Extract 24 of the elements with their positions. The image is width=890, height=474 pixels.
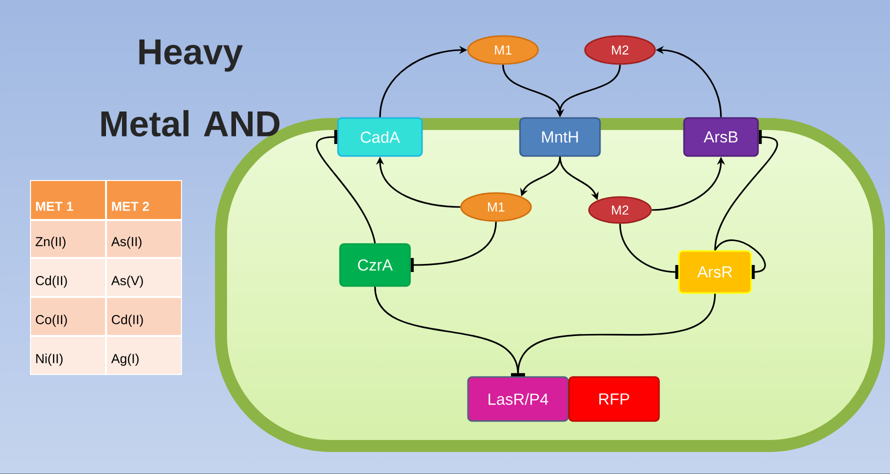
arrow bbox=[619, 224, 678, 279]
protein-box: CzrA bbox=[339, 243, 411, 287]
table-cell: As(II) bbox=[106, 220, 182, 258]
table-cell: Cd(II) bbox=[106, 297, 182, 336]
table-cell: Co(II) bbox=[30, 297, 106, 336]
arrow bbox=[511, 294, 716, 376]
table-cell: Ag(I) bbox=[106, 336, 182, 375]
promoter-box: LasR/P4 bbox=[467, 376, 569, 422]
protein-box: ArsR bbox=[678, 250, 752, 294]
table-header-cell: MET 2 bbox=[106, 180, 182, 220]
title: Heavy Metal AND bbox=[101, 39, 280, 137]
arrow bbox=[714, 239, 766, 279]
protein-box: CadA bbox=[337, 117, 423, 157]
table-cell: As(V) bbox=[106, 258, 182, 297]
arrow bbox=[714, 130, 778, 250]
arrow bbox=[410, 222, 497, 272]
arrow bbox=[316, 130, 376, 244]
protein-box: MntH bbox=[519, 117, 601, 157]
reporter-box: RFP bbox=[568, 376, 660, 422]
table-header-cell: MET 1 bbox=[30, 180, 106, 220]
table-cell: Cd(II) bbox=[30, 258, 106, 297]
protein-box: ArsB bbox=[683, 117, 759, 157]
table-cell: Zn(II) bbox=[30, 220, 106, 258]
table-cell: Ni(II) bbox=[30, 336, 106, 375]
